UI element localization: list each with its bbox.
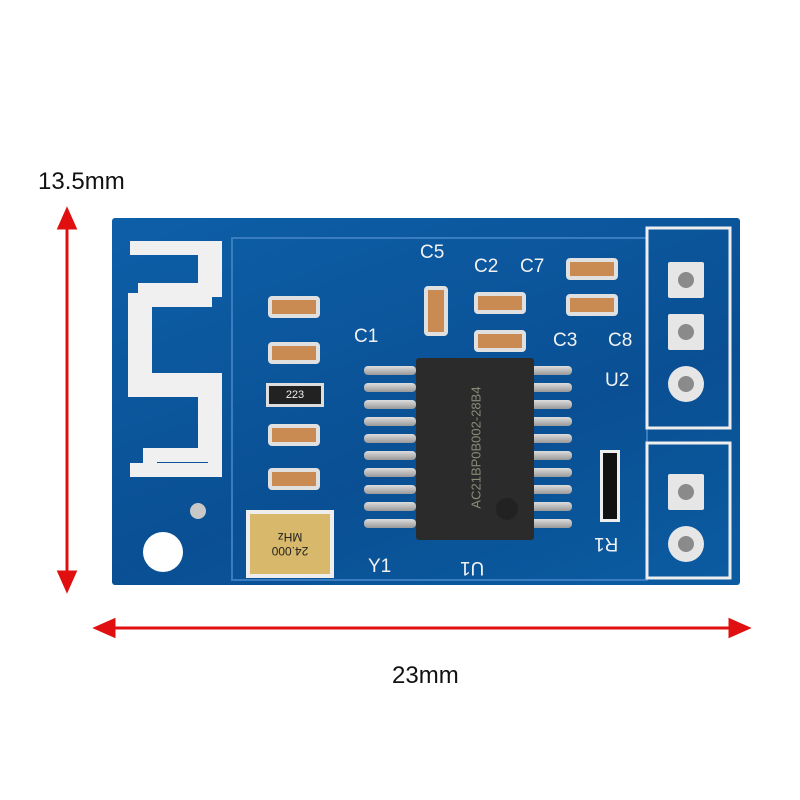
label-c5: C5 xyxy=(420,242,445,263)
header-pad xyxy=(668,526,704,562)
height-dimension-label: 13.5mm xyxy=(38,168,125,195)
label-c1: C1 xyxy=(354,326,379,347)
crystal-unit: MHz xyxy=(277,530,303,544)
crystal-y1: 24.000 MHz xyxy=(246,510,334,578)
capacitor-c8 xyxy=(566,294,618,316)
bluetooth-chip-u1: AC21BP0B002-28B4 xyxy=(416,358,534,540)
chip-marking: AC21BP0B002-28B4 xyxy=(468,386,484,509)
resistor-r1 xyxy=(600,450,620,522)
capacitor xyxy=(268,342,320,364)
label-c7: C7 xyxy=(520,256,545,277)
capacitor-c3 xyxy=(474,330,526,352)
mounting-hole xyxy=(143,532,183,572)
label-u2: U2 xyxy=(605,370,630,391)
header-pad xyxy=(668,314,704,350)
header-pad xyxy=(668,262,704,298)
capacitor-c7 xyxy=(566,258,618,280)
label-c8: C8 xyxy=(608,330,633,351)
header-pad xyxy=(668,474,704,510)
capacitor xyxy=(268,296,320,318)
capacitor-c5 xyxy=(424,286,448,336)
header-pad xyxy=(668,366,704,402)
chip-pins-right xyxy=(520,366,572,528)
label-r1: R1 xyxy=(594,533,619,554)
capacitor xyxy=(268,424,320,446)
label-c2: C2 xyxy=(474,256,499,277)
label-y1: Y1 xyxy=(368,556,392,577)
pin1-dimple xyxy=(496,498,518,520)
capacitor xyxy=(268,468,320,490)
label-u1: U1 xyxy=(460,557,485,578)
via xyxy=(190,503,206,519)
crystal-frequency: 24.000 xyxy=(271,544,309,558)
resistor-223: 223 xyxy=(266,383,324,407)
chip-pins-left xyxy=(364,366,416,528)
width-dimension-label: 23mm xyxy=(392,662,459,689)
capacitor-c2 xyxy=(474,292,526,314)
label-c3: C3 xyxy=(553,330,578,351)
